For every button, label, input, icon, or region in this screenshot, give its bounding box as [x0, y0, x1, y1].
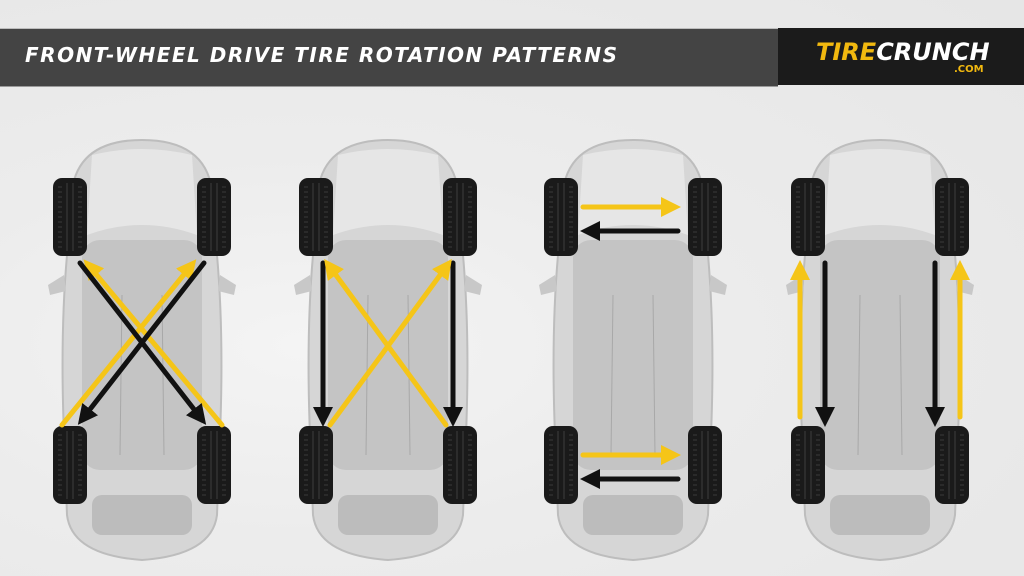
car-trunk [92, 495, 192, 535]
arrow-yellow-rear-right-to-front-left [83, 259, 225, 428]
tire-rear-right [688, 426, 722, 504]
tire-rear-left [791, 426, 825, 504]
mirror-left [294, 275, 312, 295]
tire-rear-right [443, 426, 477, 504]
arrow-black-front-left-to-rear-right [77, 260, 207, 425]
logo-text-tire: TIRE [816, 38, 877, 66]
car-roof [82, 240, 202, 470]
car-diagram-side-to-side [533, 135, 733, 565]
title-banner: FRONT-WHEEL DRIVE TIRE ROTATION PATTERNS [0, 28, 778, 87]
logo-text-com: .COM [954, 64, 984, 75]
car-hood [333, 149, 443, 235]
mirror-right [464, 275, 482, 295]
logo-text-crunch: CRUNCH [876, 38, 990, 66]
tire-front-right [197, 178, 231, 256]
car-diagram-front-to-rear [780, 135, 980, 565]
tire-front-left [791, 178, 825, 256]
mirror-right [709, 275, 727, 295]
tire-rear-left [53, 426, 87, 504]
tire-rear-right [197, 426, 231, 504]
car-roof [820, 240, 940, 470]
arrow-black-front-right-to-rear-left [77, 260, 207, 425]
arrow-yellow-rear-right-to-front-left [324, 258, 449, 428]
tire-rear-left [544, 426, 578, 504]
car-trunk [830, 495, 930, 535]
arrow-yellow-rear-left-to-front-right [59, 259, 197, 428]
mirror-right [218, 275, 236, 295]
car-hood [87, 149, 197, 235]
car-roof [573, 240, 693, 470]
car-hood [578, 149, 688, 235]
car-diagram-forward-cross [288, 135, 488, 565]
car-trunk [583, 495, 683, 535]
tire-front-left [544, 178, 578, 256]
tire-front-right [443, 178, 477, 256]
tire-front-left [299, 178, 333, 256]
tire-rear-left [299, 426, 333, 504]
mirror-left [48, 275, 66, 295]
page-title: FRONT-WHEEL DRIVE TIRE ROTATION PATTERNS [25, 43, 619, 67]
tire-front-right [688, 178, 722, 256]
tire-front-left [53, 178, 87, 256]
tire-front-right [935, 178, 969, 256]
car-hood [825, 149, 935, 235]
car-diagram-x-pattern [42, 135, 242, 565]
mirror-left [539, 275, 557, 295]
logo: TIRECRUNCH .COM [778, 28, 1024, 85]
tire-rear-right [935, 426, 969, 504]
car-roof [328, 240, 448, 470]
car-trunk [338, 495, 438, 535]
